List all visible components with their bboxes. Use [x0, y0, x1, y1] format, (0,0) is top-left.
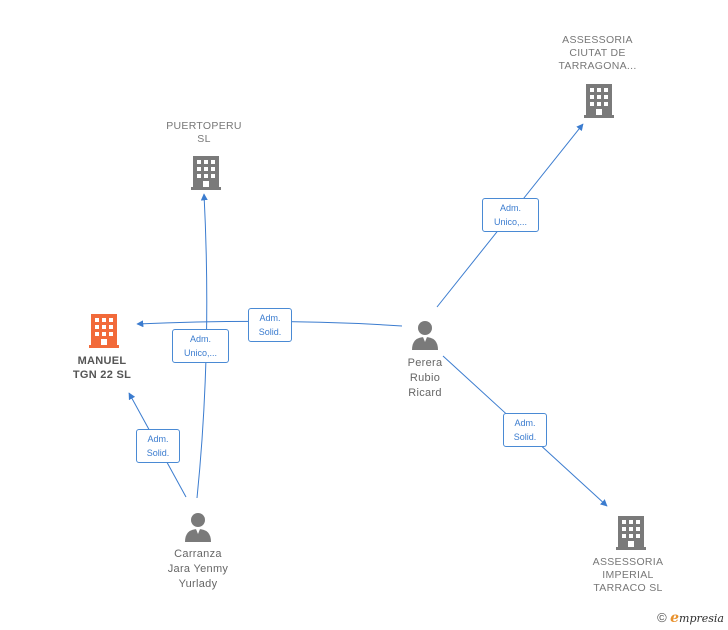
person-icon[interactable] — [411, 320, 439, 350]
copyright-symbol: © — [657, 610, 667, 625]
brand-logo-text: mpresia — [679, 612, 724, 625]
node-label-carranza: Carranza Jara Yenmy Yurlady — [167, 548, 229, 590]
node-label-asesoria-imperial: ASSESSORIA IMPERIAL TARRACO SL — [592, 556, 664, 594]
building-icon[interactable] — [584, 84, 614, 118]
edge-label-perera-manuel[interactable]: Adm. Solid. — [248, 308, 292, 342]
footer-brand: © empresia — [657, 610, 724, 626]
node-label-asesoria-ciutat: ASSESSORIA CIUTAT DE TARRAGONA... — [558, 34, 637, 72]
edge-label-carranza-manuel[interactable]: Adm. Solid. — [136, 429, 180, 463]
brand-logo-initial: e — [670, 610, 680, 626]
person-icon[interactable] — [184, 512, 212, 542]
building-icon[interactable] — [191, 156, 221, 190]
edge-label-perera-ciutat[interactable]: Adm. Unico,... — [482, 198, 539, 232]
edge-label-perera-imperial[interactable]: Adm. Solid. — [503, 413, 547, 447]
building-icon[interactable] — [616, 516, 646, 550]
edge-label-carranza-puerto[interactable]: Adm. Unico,... — [172, 329, 229, 363]
node-label-perera: Perera Rubio Ricard — [407, 357, 443, 399]
building-icon-focus[interactable] — [89, 314, 119, 348]
node-label-manuel: MANUEL TGN 22 SL — [72, 355, 132, 381]
node-label-puertoperu: PUERTOPERU SL — [166, 120, 242, 145]
